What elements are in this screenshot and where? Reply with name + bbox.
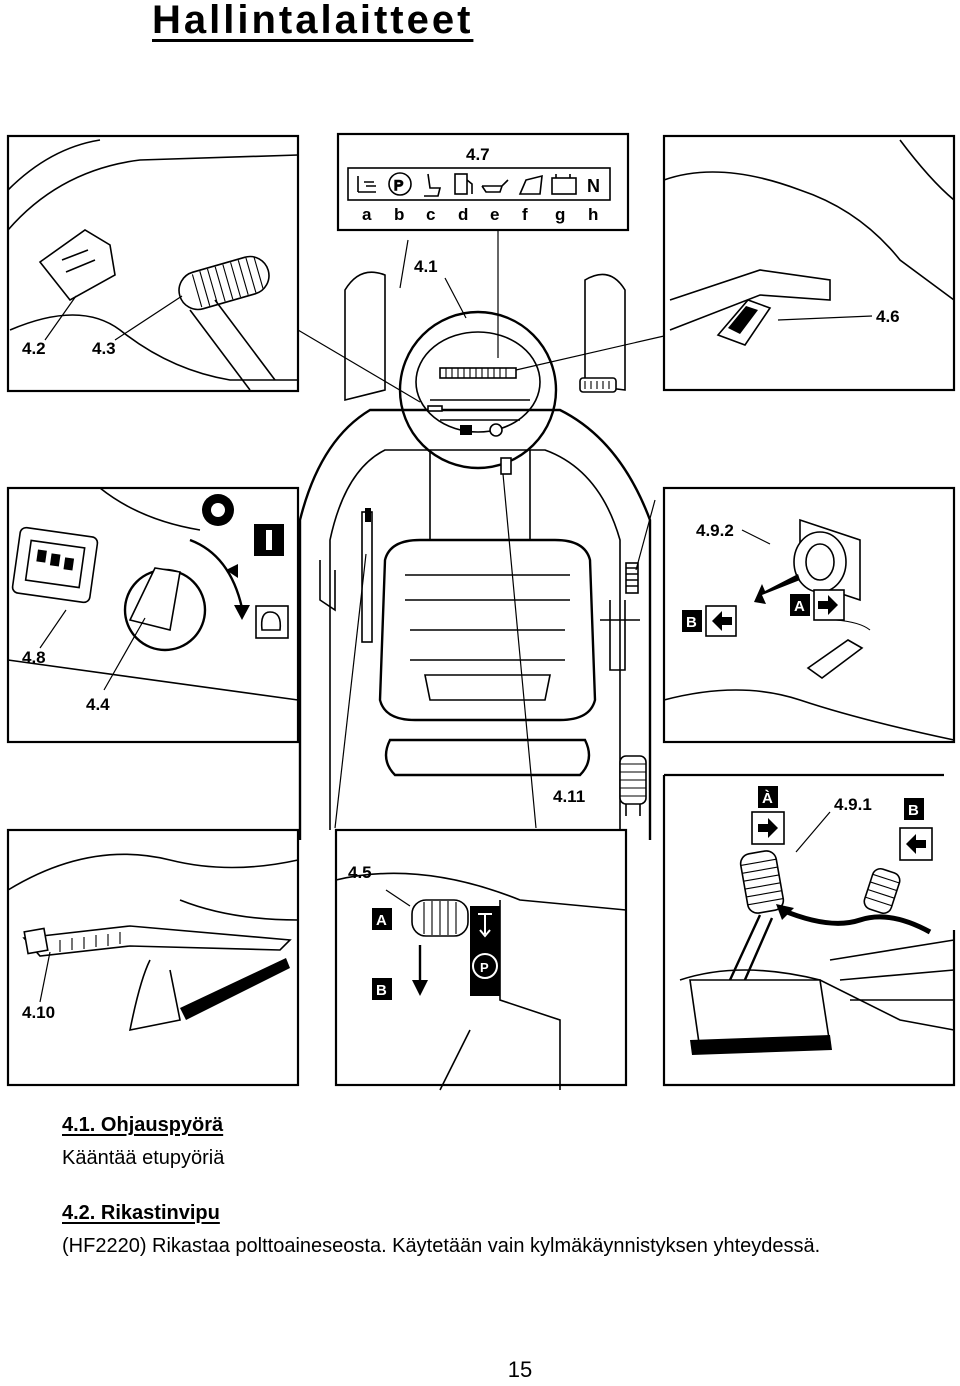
panel-drive-pedals: À B 4.9.1 — [662, 773, 956, 1087]
controls-diagram: 4.2 4.3 4.7 P N a b c d e f g h — [6, 132, 956, 1091]
mower-icon — [357, 176, 376, 193]
callout-4-2: 4.2 — [22, 339, 46, 358]
pedal-4-11 — [619, 755, 647, 816]
section-heading-4-1: 4.1. Ohjauspyörä — [62, 1114, 224, 1136]
bag-full-icon — [518, 174, 543, 195]
svg-text:B: B — [686, 614, 697, 631]
svg-text:À: À — [762, 790, 773, 807]
oil-icon — [481, 179, 509, 193]
svg-text:f: f — [522, 205, 528, 224]
indicator-icons: P — [357, 172, 577, 197]
page-number: 15 — [507, 1357, 533, 1382]
callout-4-9-1: 4.9.1 — [834, 795, 872, 814]
svg-text:B: B — [376, 982, 387, 999]
callout-4-5: 4.5 — [348, 863, 372, 882]
panel-choke-throttle: 4.2 4.3 — [6, 134, 300, 393]
callout-4-1: 4.1 — [414, 257, 438, 276]
callout-4-3: 4.3 — [92, 339, 116, 358]
svg-text:g: g — [555, 205, 565, 224]
panel-mower-height: 4.9.2 B A — [662, 486, 956, 744]
svg-text:c: c — [426, 205, 435, 224]
battery-icon — [551, 174, 577, 195]
callout-4-6: 4.6 — [876, 307, 900, 326]
fuel-icon — [454, 173, 473, 195]
svg-text:B: B — [908, 802, 919, 819]
callout-4-11: 4.11 — [553, 787, 585, 806]
svg-text:d: d — [458, 205, 468, 224]
callout-4-8: 4.8 — [22, 648, 46, 667]
panel-ignition: 4.8 4.4 — [6, 486, 300, 744]
page-title: Hallintalaitteet — [152, 0, 474, 42]
svg-text:A: A — [376, 912, 387, 929]
panel-indicator-lights: 4.7 P N a b c d e f g h — [336, 132, 630, 358]
steering-wheel — [398, 310, 558, 475]
tractor-drawing — [298, 271, 652, 840]
parking-brake-icon — [388, 172, 412, 196]
callout-4-4: 4.4 — [86, 695, 110, 714]
panel-parking-brake: P A B 4.5 — [334, 828, 628, 1091]
section-body-4-2: (HF2220) Rikastaa polttoaineseosta. Käyt… — [62, 1235, 821, 1257]
seat-icon — [424, 173, 442, 197]
svg-text:e: e — [490, 205, 499, 224]
section-body-4-1: Kääntää etupyöriä — [62, 1147, 225, 1169]
callout-4-9-2: 4.9.2 — [696, 521, 734, 540]
callout-4-7: 4.7 — [466, 145, 490, 164]
svg-text:h: h — [588, 205, 598, 224]
indicator-letters: a b c d e f g h — [362, 205, 598, 224]
callout-4-10: 4.10 — [22, 1003, 55, 1022]
svg-text:b: b — [394, 205, 404, 224]
panel-parking-lever: 4.10 — [6, 828, 300, 1087]
panel-light-switch: 4.6 — [662, 134, 956, 392]
svg-text:A: A — [794, 598, 805, 615]
svg-text:P: P — [394, 177, 403, 193]
neutral-indicator: N — [587, 176, 600, 196]
section-heading-4-2: 4.2. Rikastinvipu — [62, 1202, 220, 1224]
svg-text:P: P — [480, 960, 489, 975]
svg-text:a: a — [362, 205, 372, 224]
